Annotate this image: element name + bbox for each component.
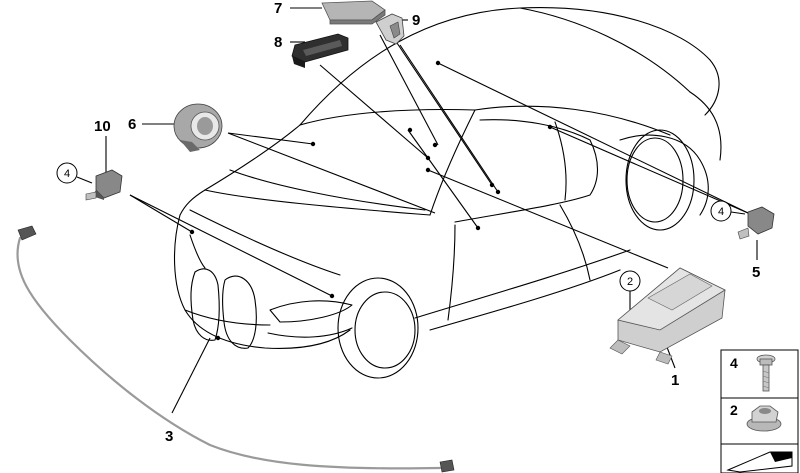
part-1-control-unit (609, 267, 726, 365)
leader-lines (76, 7, 758, 414)
callout-3: 3 (165, 428, 173, 445)
part-6-ring (173, 103, 223, 152)
part-10-sensor (85, 169, 123, 201)
circled-callout-2: 2 (619, 270, 641, 292)
legend-screw-number: 4 (730, 355, 738, 371)
hardware-legend: 4 2 (720, 349, 799, 473)
circled-callout-4-right: 4 (710, 200, 732, 222)
screw-icon (756, 354, 776, 392)
svg-text:2: 2 (627, 276, 633, 288)
legend-nut-number: 2 (730, 402, 738, 418)
part-9-sensor (375, 13, 405, 45)
part-7-module (321, 0, 386, 25)
part-8-switch (291, 33, 349, 68)
nut-icon (746, 405, 782, 432)
callout-8: 8 (274, 34, 282, 51)
callout-7: 7 (274, 0, 282, 17)
part-5-sensor (737, 206, 775, 240)
svg-text:4: 4 (718, 206, 724, 218)
circled-callout-4-left: 4 (56, 162, 78, 184)
arrow-icon (726, 451, 793, 473)
callout-5: 5 (752, 264, 760, 281)
callout-1: 1 (671, 372, 679, 389)
leader-dots (189, 60, 553, 341)
part-3-wiring (16, 236, 442, 470)
part-3-connectors (17, 225, 455, 473)
callout-10: 10 (94, 118, 111, 135)
callout-6: 6 (128, 116, 136, 133)
svg-text:4: 4 (64, 168, 70, 180)
callout-9: 9 (412, 12, 420, 29)
